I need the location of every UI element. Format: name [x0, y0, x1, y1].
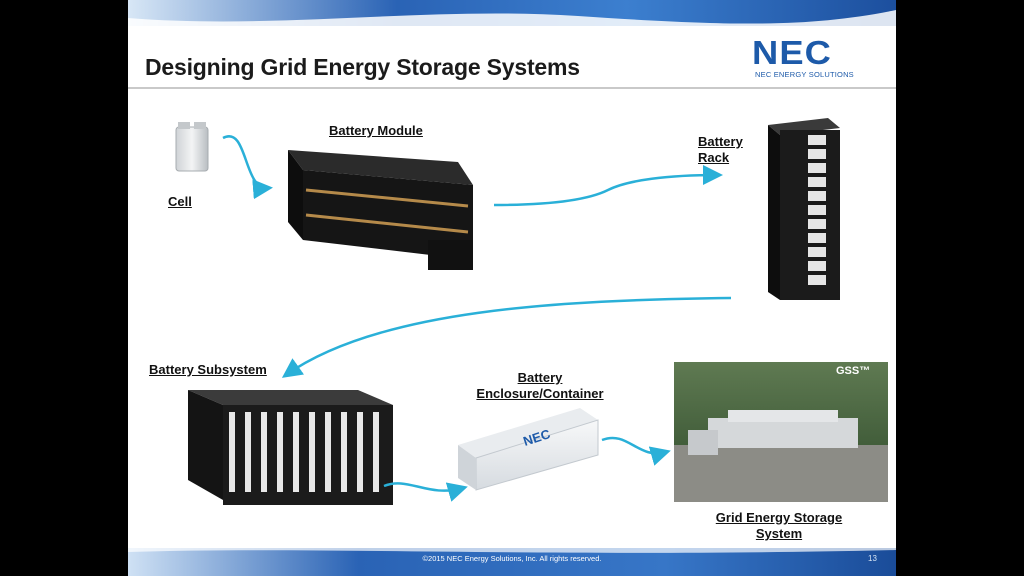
page-number: 13 [868, 554, 877, 563]
slide-title: Designing Grid Energy Storage Systems [145, 54, 580, 80]
container-image [458, 408, 599, 491]
label-battery-rack-line1: Battery [698, 134, 743, 149]
cell-image [175, 122, 209, 172]
slide: Designing Grid Energy Storage Systems NE… [128, 0, 896, 576]
illustrations [175, 118, 888, 505]
bottom-wave-band [128, 548, 896, 576]
label-enclosure-line1: Battery [517, 370, 563, 385]
copyright-footer: ©2015 NEC Energy Solutions, Inc. All rig… [422, 554, 602, 563]
battery-subsystem-image [188, 390, 393, 505]
gss-badge: GSS™ [836, 365, 871, 377]
arrow-rack-to-subsystem [281, 296, 732, 378]
label-gss: Grid Energy Storage System [704, 510, 854, 542]
battery-rack-image [768, 118, 840, 300]
title-divider [128, 87, 896, 89]
label-cell: Cell [168, 194, 192, 209]
label-battery-rack: Battery Rack [698, 134, 743, 166]
battery-module-image [288, 150, 473, 270]
label-battery-module: Battery Module [329, 123, 423, 138]
label-battery-rack-line2: Rack [698, 150, 730, 165]
label-battery-subsystem: Battery Subsystem [149, 362, 267, 377]
nec-logo: NEC NEC ENERGY SOLUTIONS [748, 34, 868, 84]
top-wave-band [128, 0, 896, 26]
arrow-container-to-gss [601, 436, 671, 466]
label-gss-line2: System [755, 526, 803, 541]
label-enclosure: Battery Enclosure/Container [466, 370, 614, 402]
arrow-module-to-rack [493, 165, 723, 207]
logo-subtitle: NEC ENERGY SOLUTIONS [755, 70, 854, 79]
label-gss-line1: Grid Energy Storage [715, 510, 843, 525]
label-enclosure-line2: Enclosure/Container [476, 386, 604, 401]
arrow-subsystem-to-container [383, 482, 468, 502]
logo-mark: NEC [752, 34, 832, 71]
arrow-cell-to-module [222, 135, 273, 200]
flow-arrows [222, 135, 732, 502]
gss-photo [674, 362, 888, 502]
